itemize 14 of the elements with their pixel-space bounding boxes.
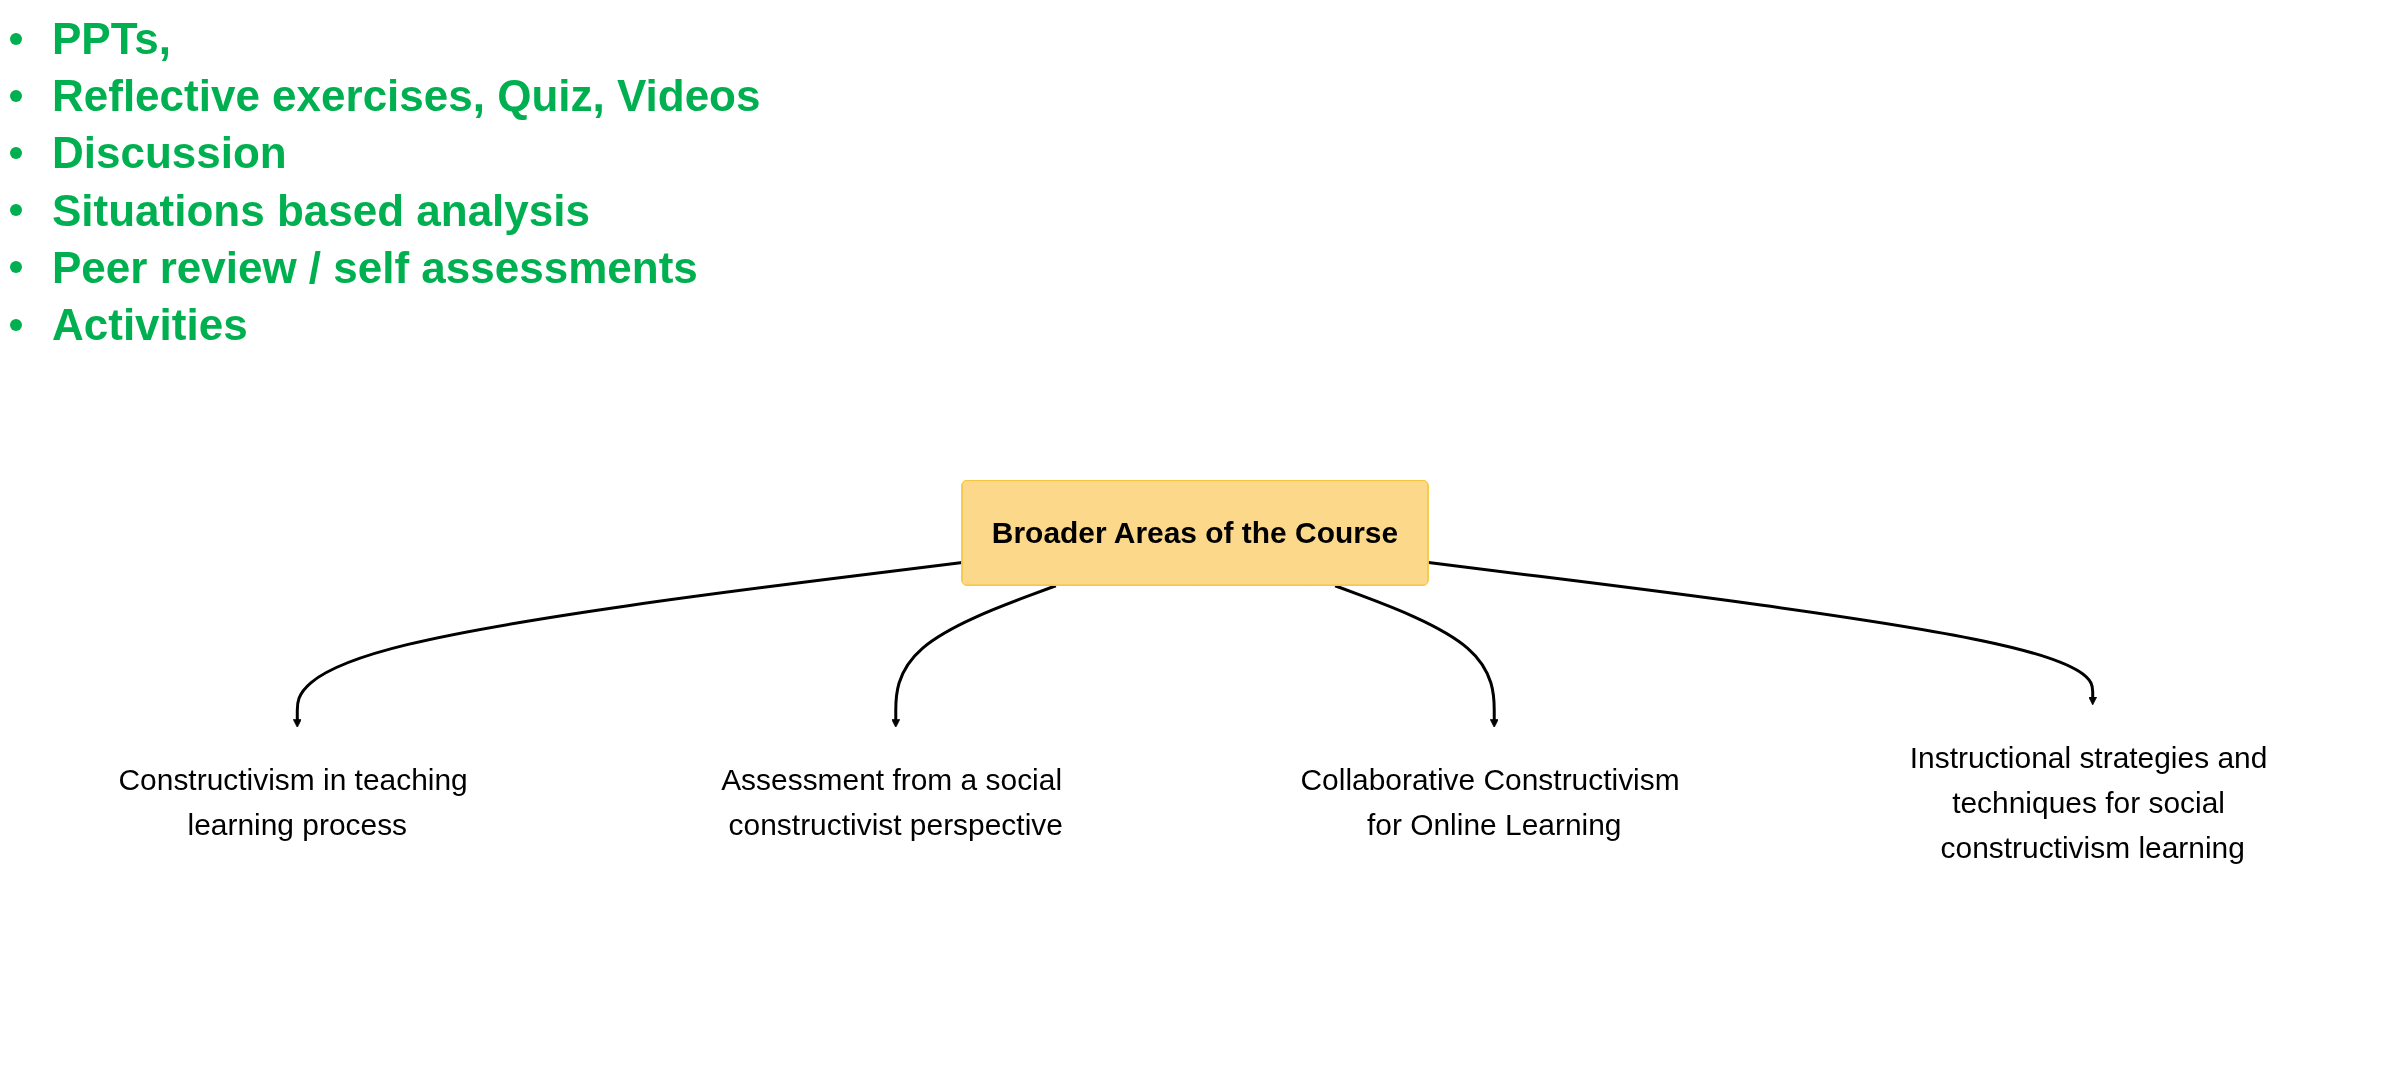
arrow	[1428, 561, 2098, 706]
node-text: Collaborative Constructivism for Online Learning	[1300, 763, 1680, 842]
list-item-text: Peer review / self assessments	[52, 241, 698, 294]
arrow	[891, 584, 1057, 728]
arrow	[1334, 584, 1499, 728]
arrow	[292, 561, 963, 728]
list-item-text: Situations based analysis	[52, 184, 590, 237]
node-text: Instructional strategies and techniques for social constructivism learning	[1909, 740, 2268, 864]
node-text: Assessment from a social constructivist perspective	[721, 763, 1063, 842]
list-item-text: Discussion	[52, 127, 287, 180]
list-item-text: Activities	[52, 298, 248, 351]
node-text: Constructivism in teaching learning process	[118, 763, 468, 842]
list-item-text: PPTs,	[52, 13, 171, 65]
list-item-text: Reflective exercises, Quiz, Videos	[52, 70, 761, 123]
